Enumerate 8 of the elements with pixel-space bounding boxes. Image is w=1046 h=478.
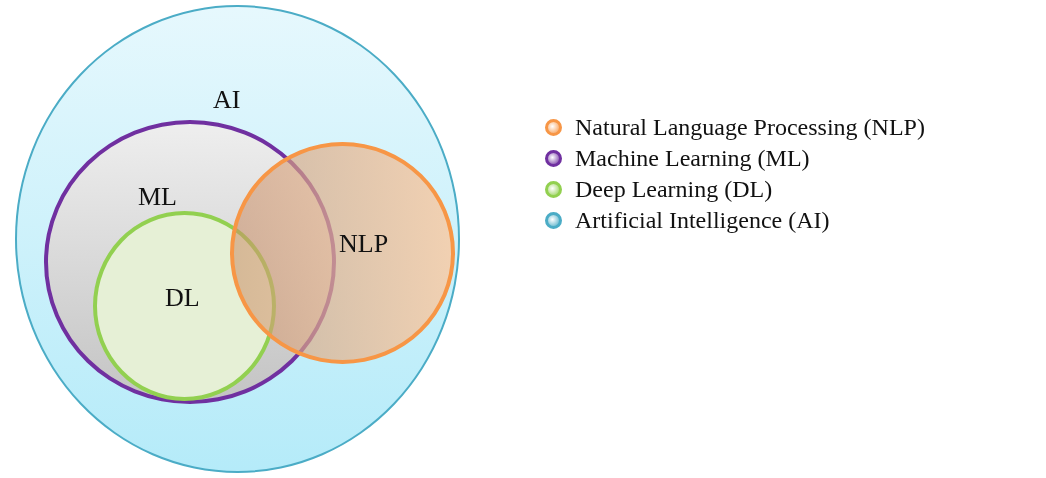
legend-label: Machine Learning (ML) — [575, 146, 810, 170]
legend-label: Deep Learning (DL) — [575, 177, 773, 201]
legend-label: Artificial Intelligence (AI) — [575, 208, 830, 232]
set-label: NLP — [339, 231, 389, 257]
set-label: AI — [213, 87, 241, 113]
set-label: DL — [165, 285, 200, 311]
set-label: ML — [138, 184, 177, 210]
legend-label: Natural Language Processing (NLP) — [575, 115, 925, 139]
